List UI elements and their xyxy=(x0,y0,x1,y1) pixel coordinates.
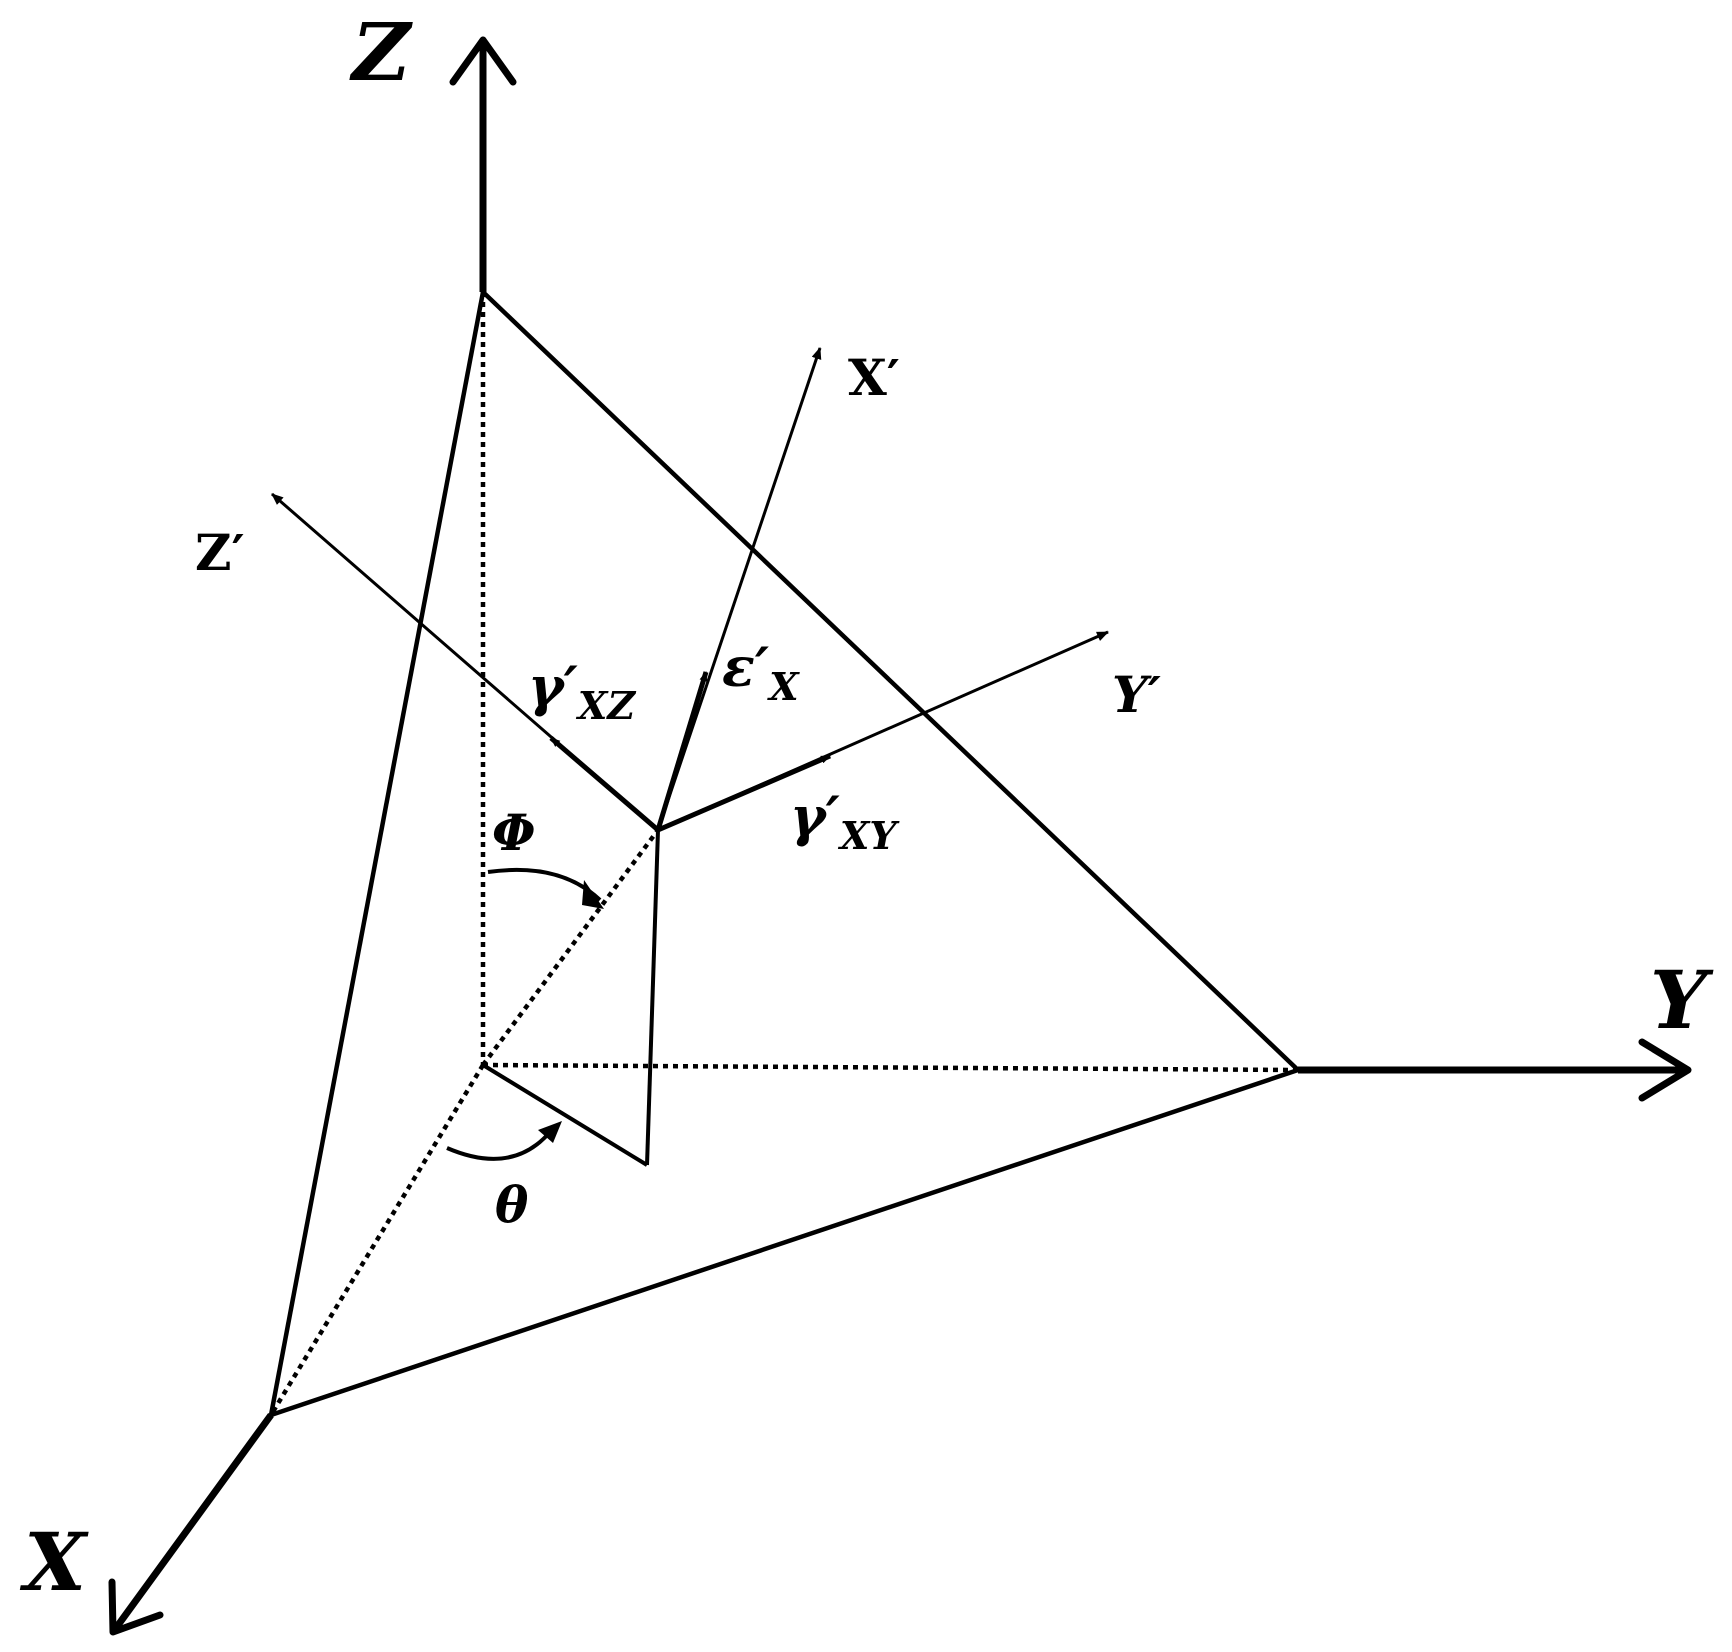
dotted-normal-projection xyxy=(481,828,660,1067)
gamma-xz-label: γ′XZ xyxy=(528,654,636,728)
global-axes xyxy=(108,36,1692,1636)
theta-arc-arrowhead xyxy=(538,1121,562,1143)
theta-label: θ xyxy=(495,1175,529,1234)
phi-label: Φ xyxy=(492,803,536,862)
x-axis-line xyxy=(110,1412,274,1635)
projection-lines xyxy=(481,829,660,1167)
plane-edge-z-x xyxy=(268,291,486,1416)
x-axis-label: X xyxy=(19,1515,89,1609)
strain-vectors xyxy=(549,671,831,833)
x-axis-arrowhead xyxy=(108,1578,164,1636)
gamma-xy-vector xyxy=(657,753,831,833)
plane-edge-x-y xyxy=(270,1067,1299,1418)
phi-arc-arrowhead xyxy=(582,880,604,909)
epsilon-x-label: ε′X xyxy=(722,635,800,709)
y-axis-label: Y xyxy=(1650,953,1714,1047)
rotated-axes xyxy=(271,347,1109,832)
dotted-x-base xyxy=(269,1063,485,1417)
z-prime-label: Z′ xyxy=(195,523,245,582)
x-prime-label: X′ xyxy=(848,348,900,407)
z-axis-arrowhead xyxy=(449,36,517,86)
inclined-plane xyxy=(268,290,1300,1418)
plane-edge-z-y xyxy=(481,290,1300,1072)
y-prime-label: Y′ xyxy=(1112,665,1161,724)
y-axis-arrowhead xyxy=(1638,1038,1692,1102)
theta-arc xyxy=(446,1130,552,1161)
angle-arcs xyxy=(446,868,604,1161)
gamma-xy-label: γ′XY xyxy=(790,784,900,858)
projection-base xyxy=(481,1063,649,1167)
projection-vertical xyxy=(645,829,660,1166)
construction-lines xyxy=(269,292,1299,1417)
z-axis-label: Z xyxy=(349,5,413,99)
dotted-y-base xyxy=(482,1062,1299,1073)
epsilon-x-vector xyxy=(655,671,709,831)
gamma-xz-vector xyxy=(549,736,660,832)
